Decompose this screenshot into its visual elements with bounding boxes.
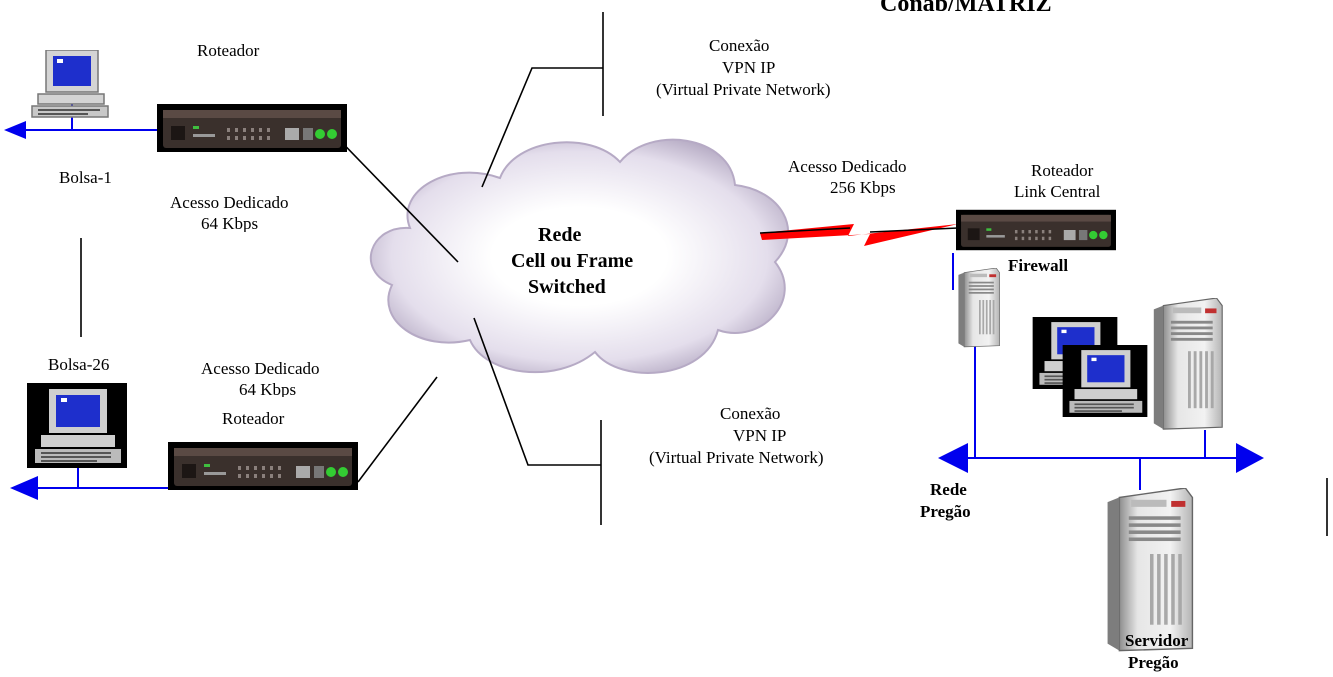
pc-bolsa-26-label: Bolsa-26: [48, 355, 110, 374]
lan-label-line2: Pregão: [920, 502, 971, 521]
router-central-line1: Roteador: [1031, 161, 1094, 180]
router-bolsa-26: [168, 442, 358, 490]
vpn-bottom-line2: VPN IP: [733, 426, 787, 445]
access-bolsa-26-line1: Acesso Dedicado: [201, 359, 320, 378]
access-central-line2: 256 Kbps: [830, 178, 896, 197]
access-bolsa-1-line1: Acesso Dedicado: [170, 193, 289, 212]
page-title: Conab/MATRIZ: [880, 0, 1052, 17]
vpn-top-line3: (Virtual Private Network): [656, 80, 831, 99]
access-bolsa-26-line2: 64 Kbps: [239, 380, 297, 397]
network-cloud: [369, 138, 789, 374]
cloud-label-line1: Rede: [538, 224, 582, 246]
router-central-line2: Link Central: [1014, 182, 1101, 200]
server-pregao-line2: Pregão: [1128, 653, 1179, 672]
cloud-label-line3: Switched: [528, 276, 606, 298]
vpn-top-line1: Conexão: [709, 36, 770, 55]
wan-links: [80, 12, 1328, 536]
pc-bolsa-1-label: Bolsa-1: [59, 168, 112, 187]
firewall-label: Firewall: [1008, 256, 1069, 275]
server-pregao-line1: Servidor: [1125, 631, 1189, 650]
pc-bolsa-26-icon: [27, 383, 127, 468]
central-server-icon: [1153, 298, 1223, 430]
access-central-line1: Acesso Dedicado: [788, 157, 907, 176]
dedicated-link-256: [759, 224, 959, 246]
pregao-server-icon: [1106, 488, 1194, 652]
router-bolsa-26-label: Roteador: [222, 409, 285, 428]
router-bolsa-1-label: Roteador: [197, 41, 260, 60]
cloud-label-line2: Cell ou Frame: [511, 250, 634, 272]
firewall-server-icon: [957, 268, 1001, 348]
access-bolsa-1-line2: 64 Kbps: [201, 214, 259, 232]
lan-label-line1: Rede: [930, 480, 967, 499]
vpn-bottom-line3: (Virtual Private Network): [649, 448, 824, 467]
router-bolsa-1: [157, 104, 347, 152]
router-central: [956, 209, 1116, 251]
vpn-bottom-line1: Conexão: [720, 404, 781, 423]
pc-bolsa-1-icon: [31, 50, 109, 118]
lan-lines: [4, 102, 1264, 500]
pc-central-2-icon: [1062, 345, 1148, 417]
vpn-top-line2: VPN IP: [722, 58, 776, 77]
